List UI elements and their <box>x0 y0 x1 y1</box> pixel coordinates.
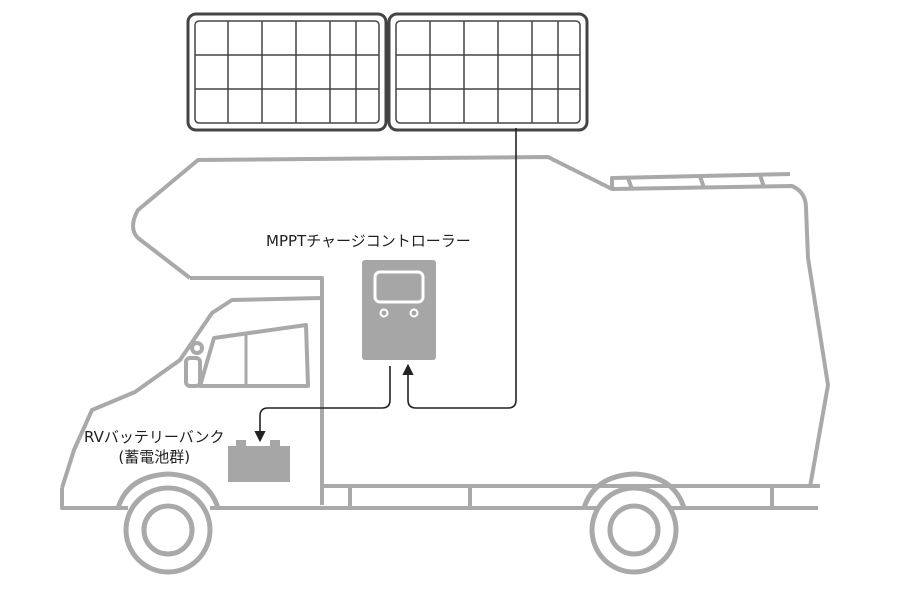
wiring <box>254 128 517 443</box>
charge-controller <box>362 260 436 360</box>
battery-label-line2: (蓄電池群) <box>118 448 191 466</box>
controller-to-battery-wire <box>254 366 391 443</box>
battery-label: RVバッテリーバンク (蓄電池群) <box>84 427 224 467</box>
controller-label: MPPTチャージコントローラー <box>266 232 471 250</box>
rear-wheel <box>581 471 687 575</box>
solar-panel-left <box>186 12 388 132</box>
front-wheel <box>115 471 221 575</box>
rv-outline <box>60 155 830 510</box>
battery-label-line1: RVバッテリーバンク <box>84 428 225 446</box>
solar-panel-right <box>387 12 589 132</box>
battery <box>228 440 290 482</box>
panel-to-controller-wire <box>402 128 517 409</box>
